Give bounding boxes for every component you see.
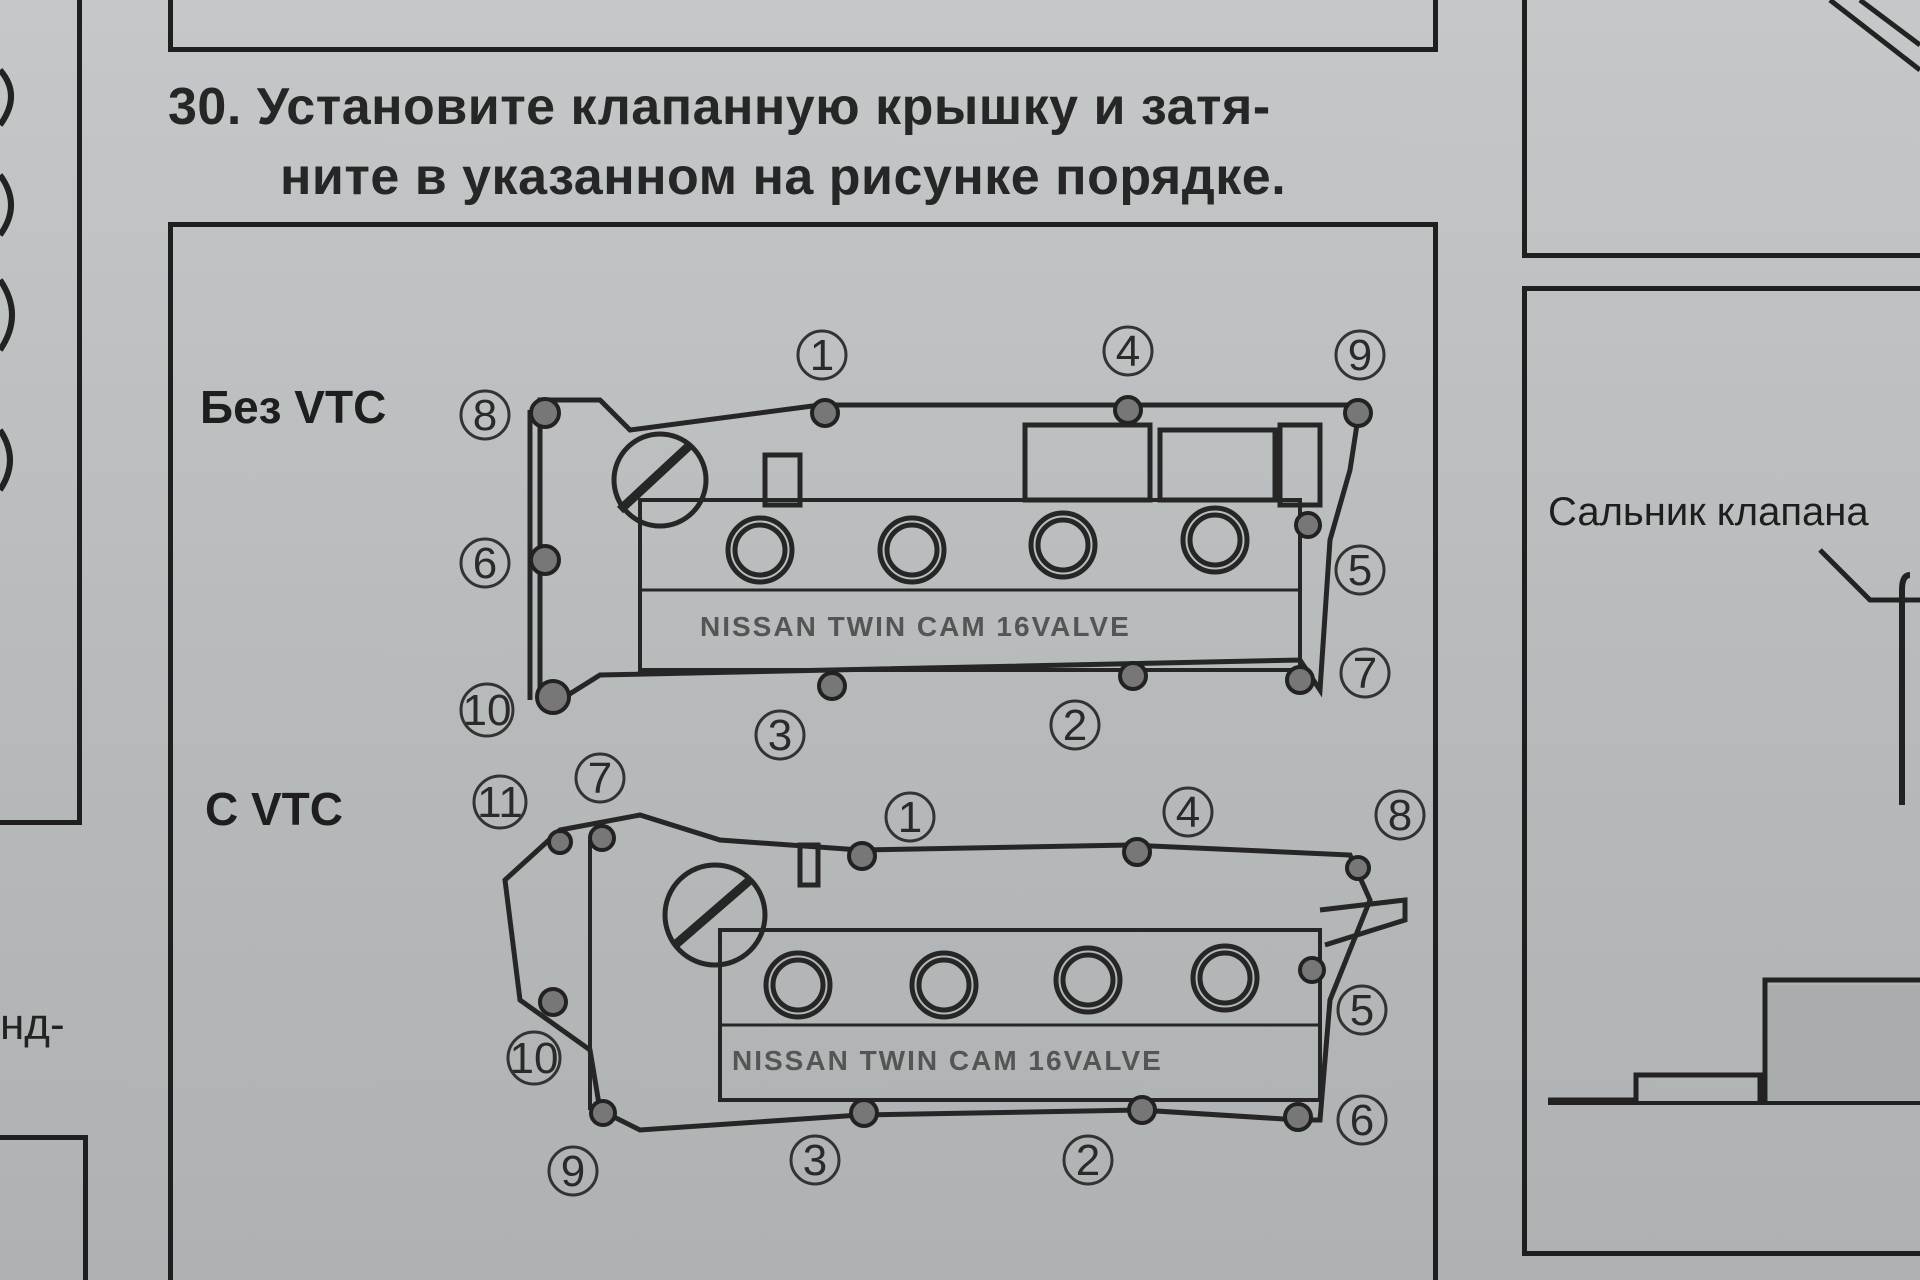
- left-column-frame: [0, 0, 82, 825]
- bolt-number-3: 3: [768, 711, 792, 760]
- left-column-drawing: [0, 68, 15, 492]
- bolt-number-2: 2: [1063, 701, 1087, 750]
- variant-label-with-vtc: С VTC: [205, 783, 343, 835]
- bolt-number-6: 6: [473, 539, 497, 588]
- bolt-heads-without-vtc: [529, 395, 1373, 715]
- right-bottom-frame: [1522, 286, 1920, 1256]
- valve-seal-drawing: [1548, 548, 1920, 1105]
- vtc-bolt-number-8: 8: [1388, 791, 1412, 840]
- bolt-number-5: 5: [1348, 546, 1372, 595]
- bolt-heads-with-vtc: [538, 824, 1371, 1132]
- bolt-number-10: 10: [463, 686, 512, 735]
- bolt-number-9: 9: [1348, 331, 1372, 380]
- bolt-number-circles-with-vtc: [472, 752, 1426, 1197]
- instruction-line-1: 30. Установите клапанную крышку и затя-: [168, 78, 1271, 136]
- vtc-bolt-number-11: 11: [477, 778, 523, 827]
- left-column-frame-lower: [0, 1135, 88, 1280]
- vtc-bolt-number-3: 3: [803, 1136, 827, 1185]
- valve-seal-label: Сальник клапана: [1548, 490, 1869, 534]
- vtc-bolt-number-10: 10: [510, 1034, 559, 1083]
- vtc-bolt-number-6: 6: [1350, 1096, 1374, 1145]
- left-column-fragment: нд-: [0, 1000, 65, 1049]
- vtc-bolt-number-1: 1: [898, 793, 922, 842]
- bolt-number-7: 7: [1353, 649, 1377, 698]
- valve-cover-without-vtc: [527, 397, 1363, 703]
- top-figure-frame-bottom: [168, 0, 1438, 52]
- variant-label-without-vtc: Без VTC: [200, 381, 387, 433]
- bolt-number-1: 1: [810, 331, 834, 380]
- top-right-drawing: [1828, 0, 1920, 72]
- bolt-number-circles-without-vtc: [459, 325, 1391, 761]
- vtc-bolt-number-7: 7: [588, 754, 612, 803]
- vtc-bolt-number-9: 9: [561, 1147, 585, 1196]
- right-top-frame: [1522, 0, 1920, 258]
- diagram-frame: [168, 222, 1438, 1280]
- vtc-bolt-number-4: 4: [1176, 788, 1200, 837]
- vtc-bolt-number-2: 2: [1076, 1136, 1100, 1185]
- instruction-line-2: ните в указанном на рисунке порядке.: [280, 148, 1287, 206]
- cover-marking-with-vtc: NISSAN TWIN CAM 16VALVE: [732, 1045, 1163, 1076]
- bolt-number-8: 8: [473, 391, 497, 440]
- cover-marking-without-vtc: NISSAN TWIN CAM 16VALVE: [700, 611, 1131, 642]
- valve-cover-with-vtc: [502, 812, 1408, 1133]
- bolt-number-4: 4: [1116, 327, 1140, 376]
- vtc-bolt-number-5: 5: [1350, 986, 1374, 1035]
